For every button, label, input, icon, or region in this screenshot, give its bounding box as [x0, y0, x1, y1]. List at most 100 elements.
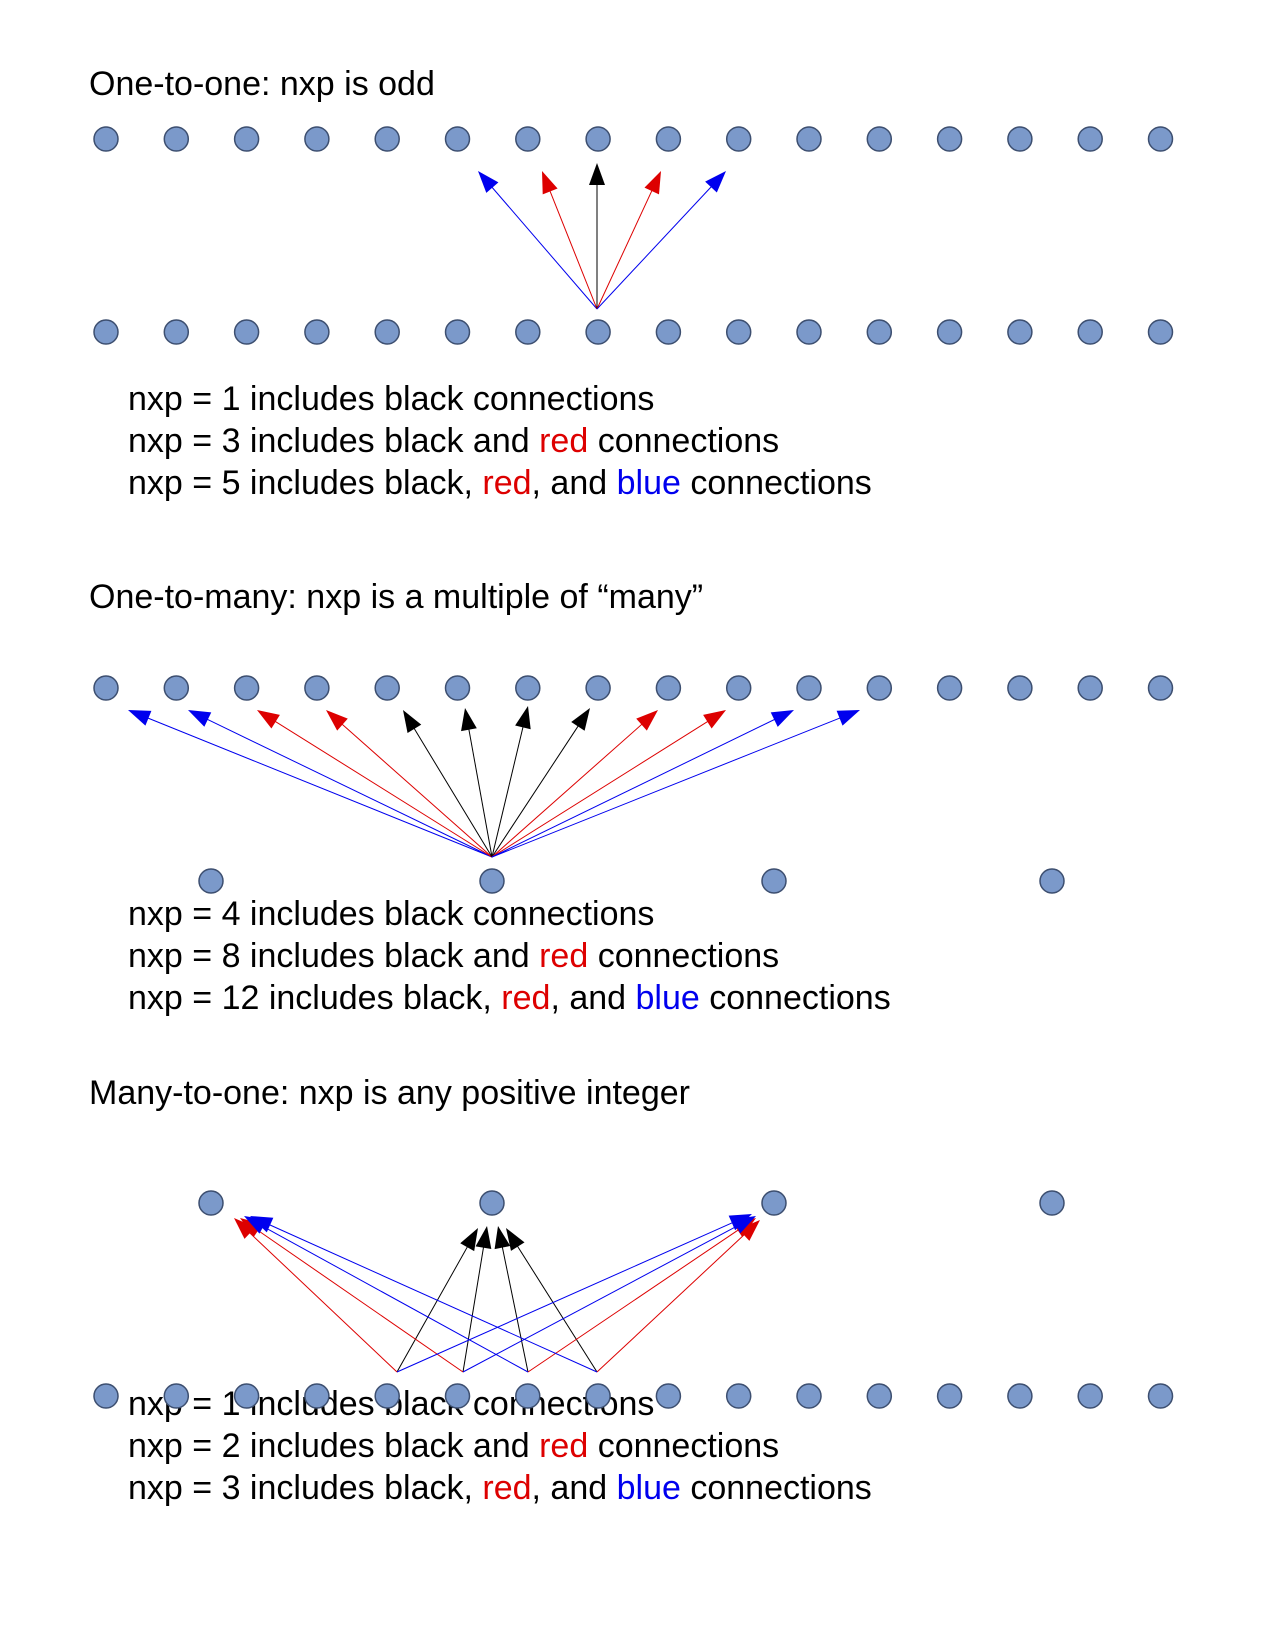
nodes	[93, 126, 1174, 1409]
node-top-8	[655, 126, 682, 152]
node-bottom-9	[725, 319, 752, 345]
arrow-one-to-many-1	[188, 710, 493, 858]
arrow-many-to-one-0	[396, 1228, 478, 1373]
arrow-one-to-many-0	[128, 710, 493, 858]
node-top-0	[93, 126, 119, 152]
node-top-15	[1147, 126, 1174, 152]
node-top-9	[725, 126, 752, 152]
node-bottom-12	[936, 319, 963, 345]
node-bottom-many-11	[866, 1383, 893, 1409]
node-bottom-0	[93, 319, 119, 345]
node-bottom-13	[1007, 319, 1033, 345]
arrow-one-to-many-2	[257, 710, 493, 858]
node-top-2	[233, 126, 260, 152]
arrow-one-to-many-6	[491, 706, 531, 858]
node-bottom-5	[444, 319, 471, 345]
node-top-many-5	[444, 675, 471, 701]
node-top-many-3	[304, 675, 330, 701]
arrow-one-to-many-10	[491, 710, 794, 858]
node-bottom-14	[1077, 319, 1103, 345]
node-top-many-2	[233, 675, 260, 701]
arrow-many-to-one-11	[250, 1216, 598, 1373]
legend-line: nxp = 5 includes black, red, and blue co…	[128, 464, 872, 502]
node-bottom-many-13	[1007, 1383, 1033, 1409]
node-top-many-13	[1007, 675, 1033, 701]
node-top-3	[304, 126, 330, 152]
node-bottom-many-1	[163, 1383, 190, 1409]
node-bottom-sparse-3	[1039, 868, 1065, 894]
node-top-sparse-3	[1039, 1190, 1065, 1216]
arrow-many-to-one-3	[506, 1228, 598, 1373]
node-bottom-3	[304, 319, 330, 345]
red-label: red	[539, 1427, 589, 1465]
legend-line: nxp = 2 includes black and red connectio…	[128, 1427, 780, 1465]
node-bottom-many-0	[93, 1383, 119, 1409]
node-top-sparse-0	[198, 1190, 224, 1216]
node-top-many-14	[1077, 675, 1103, 701]
node-top-many-9	[725, 675, 752, 701]
arrow-many-to-one-5	[240, 1218, 464, 1373]
node-bottom-many-2	[233, 1383, 260, 1409]
node-bottom-many-9	[725, 1383, 752, 1409]
node-bottom-many-4	[374, 1383, 400, 1409]
arrow-one-to-one-0	[478, 171, 598, 310]
node-bottom-many-3	[304, 1383, 330, 1409]
node-bottom-10	[796, 319, 822, 345]
node-bottom-many-15	[1147, 1383, 1174, 1409]
node-bottom-many-14	[1077, 1383, 1103, 1409]
red-label: red	[482, 464, 532, 502]
node-top-many-1	[163, 675, 190, 701]
red-label: red	[482, 1469, 532, 1507]
node-top-1	[163, 126, 190, 152]
node-bottom-2	[233, 319, 260, 345]
arrow-many-to-one-4	[234, 1218, 398, 1373]
arrow-many-to-one-6	[527, 1218, 756, 1373]
node-bottom-many-10	[796, 1383, 822, 1409]
arrow-one-to-one-3	[596, 171, 661, 310]
arrow-one-to-one-2	[589, 163, 605, 309]
arrow-one-to-one-1	[542, 171, 598, 310]
node-top-many-11	[866, 675, 893, 701]
node-top-5	[444, 126, 471, 152]
arrow-one-to-many-9	[491, 710, 726, 858]
legend-line: nxp = 1 includes black connections	[128, 380, 655, 418]
arrow-many-to-one-8	[396, 1214, 752, 1373]
node-bottom-sparse-2	[761, 868, 787, 894]
node-top-11	[866, 126, 893, 152]
red-label: red	[501, 979, 551, 1017]
node-bottom-sparse-0	[198, 868, 224, 894]
red-label: red	[539, 422, 589, 460]
node-top-6	[515, 126, 541, 152]
arrow-one-to-many-11	[491, 710, 860, 858]
legend-one-to-one: nxp = 1 includes black connections nxp =…	[128, 378, 872, 504]
node-bottom-many-12	[936, 1383, 963, 1409]
legend-line: nxp = 3 includes black and red connectio…	[128, 422, 780, 460]
legend-line: nxp = 3 includes black, red, and blue co…	[128, 1469, 872, 1507]
arrow-one-to-many-7	[491, 708, 590, 858]
red-label: red	[539, 937, 589, 975]
node-top-4	[374, 126, 400, 152]
node-top-many-10	[796, 675, 822, 701]
connections	[128, 163, 860, 1373]
node-bottom-6	[515, 319, 541, 345]
arrow-many-to-one-2	[494, 1226, 529, 1373]
node-top-7	[585, 126, 611, 152]
blue-label: blue	[616, 464, 681, 502]
arrow-one-to-many-4	[403, 710, 493, 858]
node-top-many-6	[515, 675, 541, 701]
arrow-one-to-many-3	[326, 710, 493, 858]
arrow-many-to-one-9	[462, 1216, 756, 1373]
node-bottom-many-7	[585, 1383, 611, 1409]
node-top-many-7	[585, 675, 611, 701]
node-bottom-4	[374, 319, 400, 345]
section-title-one-to-many: One-to-many: nxp is a multiple of “many”	[89, 578, 704, 616]
arrow-one-to-one-4	[596, 171, 726, 310]
node-top-sparse-2	[761, 1190, 787, 1216]
legend-one-to-many: nxp = 4 includes black connections nxp =…	[128, 893, 891, 1019]
node-bottom-many-6	[515, 1383, 541, 1409]
node-top-12	[936, 126, 963, 152]
node-bottom-1	[163, 319, 190, 345]
node-bottom-8	[655, 319, 682, 345]
node-top-many-0	[93, 675, 119, 701]
